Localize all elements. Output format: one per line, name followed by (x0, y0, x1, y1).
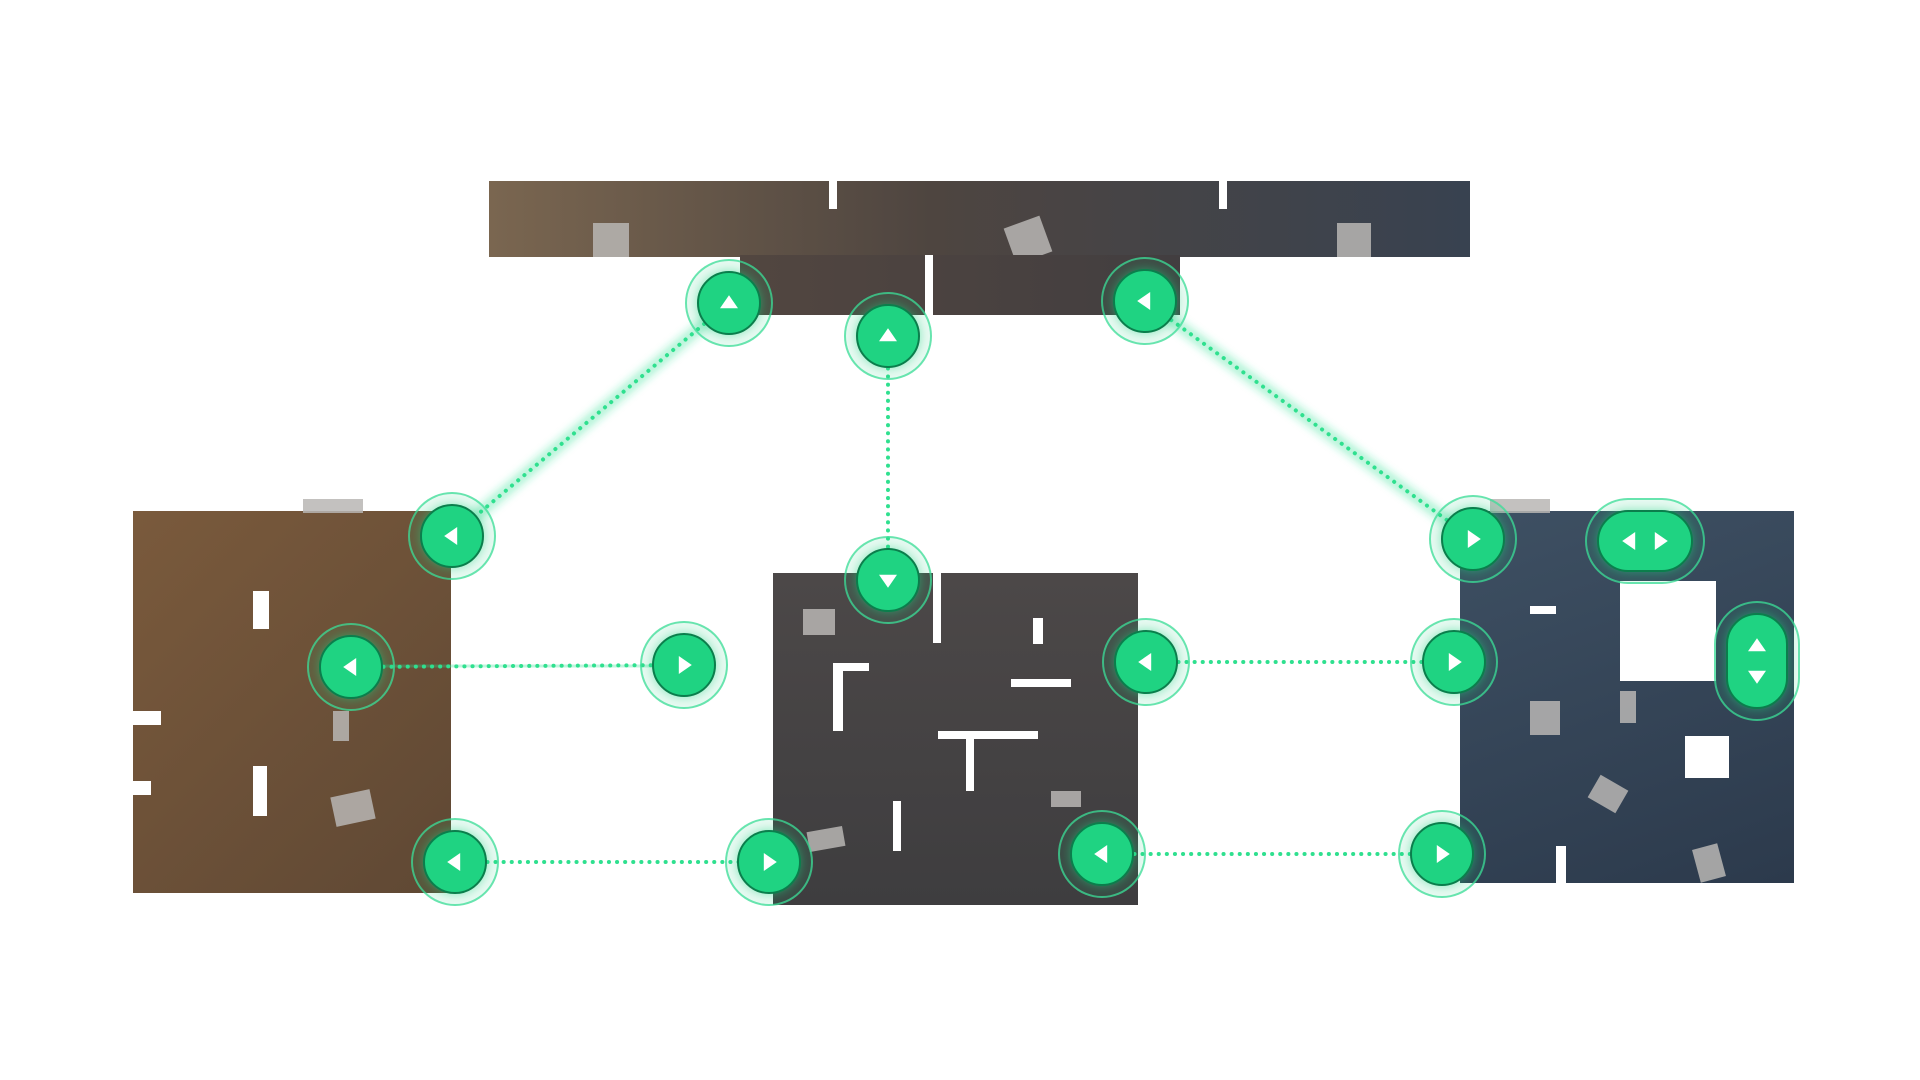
door-node-right-double-horizontal[interactable] (1585, 498, 1705, 584)
arrow-down-icon (1748, 670, 1766, 684)
door-core (856, 304, 920, 368)
arrow-right-icon (678, 656, 692, 674)
arrow-left-icon (1138, 653, 1152, 671)
door-core (1422, 630, 1486, 694)
floor-prop (803, 609, 835, 635)
door-core (1441, 507, 1505, 571)
door-node-left-mid[interactable] (307, 623, 395, 711)
door-core (423, 830, 487, 894)
wall-segment (1011, 679, 1071, 687)
door-node-left-bottom[interactable] (411, 818, 499, 906)
arrow-right-icon (1654, 532, 1668, 550)
arrow-left-icon (343, 658, 357, 676)
floor-prop (1337, 223, 1371, 257)
door-node-center-top[interactable] (844, 536, 932, 624)
floor-prop (303, 499, 363, 513)
arrow-up-icon (879, 328, 897, 342)
wall-segment (938, 731, 1038, 739)
door-link-top-a-left-upper (450, 301, 731, 538)
door-link-top-c-right-upper (1143, 299, 1475, 541)
floor-prop (1620, 691, 1636, 723)
wall-segment (133, 781, 151, 795)
door-node-center-bottom-right[interactable] (1058, 810, 1146, 898)
door-node-right-bottom[interactable] (1398, 810, 1486, 898)
door-node-top-c[interactable] (1101, 257, 1189, 345)
wall-segment (1033, 618, 1043, 644)
wall-segment (133, 711, 161, 725)
room-top-corridor (489, 181, 1470, 265)
wall-segment (1219, 181, 1227, 209)
door-node-right-mid-in[interactable] (1410, 618, 1498, 706)
door-node-center-left-out[interactable] (640, 621, 728, 709)
door-core (652, 633, 716, 697)
arrow-left-icon (444, 527, 458, 545)
door-core (420, 504, 484, 568)
arrow-right-icon (1467, 530, 1481, 548)
arrow-up-icon (1748, 638, 1766, 652)
arrow-left-icon (447, 853, 461, 871)
door-node-center-right[interactable] (1102, 618, 1190, 706)
arrow-right-icon (763, 853, 777, 871)
door-node-top-b[interactable] (844, 292, 932, 380)
door-node-right-upper[interactable] (1429, 495, 1517, 583)
wall-segment (933, 573, 941, 643)
arrow-up-icon (720, 295, 738, 309)
wall-segment (1685, 736, 1729, 778)
door-core (1114, 630, 1178, 694)
wall-segment (253, 591, 269, 629)
room-left (133, 499, 451, 893)
arrow-left-icon (1094, 845, 1108, 863)
floor-prop (1051, 791, 1081, 807)
door-core (1597, 510, 1693, 572)
door-core (319, 635, 383, 699)
arrow-left-icon (1137, 292, 1151, 310)
door-core (1726, 613, 1788, 709)
wall-segment (966, 731, 974, 791)
arrow-left-icon (1622, 532, 1636, 550)
door-node-top-a[interactable] (685, 259, 773, 347)
arrow-right-icon (1448, 653, 1462, 671)
floor-prop (1530, 701, 1560, 735)
wall-segment (1556, 846, 1566, 883)
door-core (1410, 822, 1474, 886)
door-node-left-upper[interactable] (408, 492, 496, 580)
floor-prop (593, 223, 629, 257)
arrow-down-icon (879, 574, 897, 588)
wall-segment (1530, 606, 1556, 614)
door-core (737, 830, 801, 894)
wall-segment (1620, 581, 1716, 681)
door-link-left-mid-center-left-out (349, 663, 686, 669)
door-node-right-double-vertical[interactable] (1714, 601, 1800, 721)
door-core (1070, 822, 1134, 886)
wall-segment (925, 255, 933, 315)
door-core (697, 271, 761, 335)
door-node-center-bottom-left[interactable] (725, 818, 813, 906)
wall-segment (833, 663, 843, 731)
wall-segment (253, 766, 267, 816)
wall-segment (833, 663, 869, 671)
wall-segment (829, 181, 837, 209)
arrow-right-icon (1436, 845, 1450, 863)
door-core (1113, 269, 1177, 333)
door-core (856, 548, 920, 612)
wall-segment (893, 801, 901, 851)
floor-prop (333, 711, 349, 741)
